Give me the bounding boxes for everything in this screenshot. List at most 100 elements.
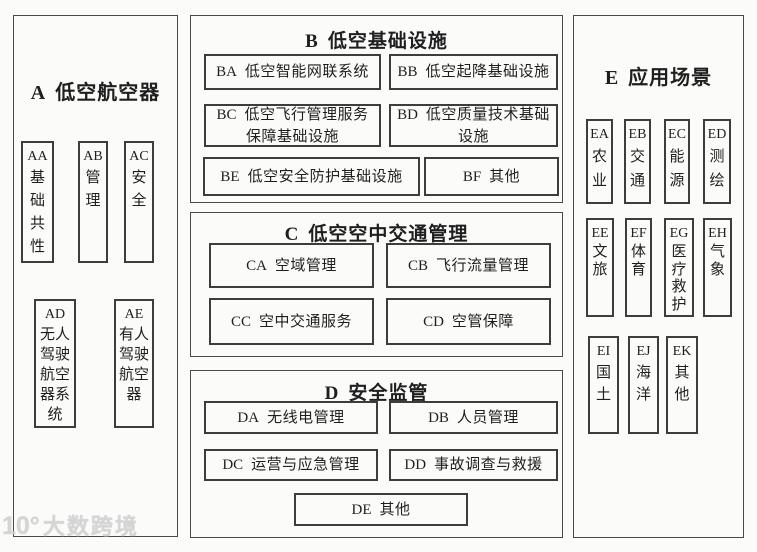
box-ed-code: ED (707, 127, 727, 142)
box-eb-code: EB (628, 127, 647, 142)
box-dd-label: 事故调查与救援 (434, 457, 543, 473)
box-bb-code: BB (397, 64, 418, 80)
box-bf-label: 其他 (489, 168, 521, 185)
box-db-code: DB (428, 409, 449, 426)
box-eg-label: 医疗救护 (671, 244, 687, 313)
box-ei: EI 国土 (588, 336, 619, 434)
panel-d-title: D 安全监管 (191, 378, 562, 405)
box-ec-code: EC (668, 127, 686, 142)
box-ac-label: 安全 (131, 170, 147, 209)
box-cd-label: 空管保障 (451, 313, 514, 330)
panel-a-code: A (30, 82, 47, 104)
box-ek-label: 其他 (674, 365, 690, 403)
box-eh: EH 气象 (703, 218, 732, 317)
box-cc: CC 空中交通服务 (209, 298, 374, 345)
box-ba: BA 低空智能网联系统 (204, 54, 381, 90)
box-dc: DC 运营与应急管理 (204, 449, 378, 481)
box-cd-code: CD (423, 313, 444, 330)
box-ba-code: BA (216, 64, 237, 80)
watermark: 10° 大数跨境 (2, 509, 139, 541)
panel-e-code: E (604, 67, 620, 89)
box-bd-code: BD (397, 106, 418, 123)
box-cc-code: CC (230, 313, 251, 330)
box-ei-label: 国土 (595, 365, 611, 403)
box-ab-code: AB (83, 149, 103, 164)
box-eb-label: 交通 (629, 149, 645, 189)
box-cb-code: CB (407, 257, 428, 274)
box-eh-label: 气象 (709, 244, 725, 278)
box-dc-label: 运营与应急管理 (251, 457, 360, 473)
box-ae: AE 有人驾驶航空器 (114, 299, 154, 428)
box-bd-label: 低空质量技术基础 设施 (425, 106, 550, 145)
box-bc-label: 低空飞行管理服务 保障基础设施 (244, 106, 369, 145)
box-ae-code: AE (124, 307, 144, 322)
box-bf-code: BF (462, 168, 482, 185)
box-bc-code: BC (216, 106, 237, 123)
box-ca-code: CA (246, 257, 267, 274)
box-eb: EB 交通 (624, 119, 651, 204)
box-aa-label: 基础共性 (29, 170, 45, 255)
box-db: DB 人员管理 (389, 401, 558, 434)
box-ef-code: EF (630, 226, 647, 241)
box-bd: BD 低空质量技术基础 设施 (389, 104, 558, 147)
panel-d: D 安全监管 DA 无线电管理 DB 人员管理 DC 运营与应急管理 DD 事故调查与救援… (190, 370, 563, 538)
box-dd: DD 事故调查与救援 (389, 449, 558, 481)
box-eg-code: EG (669, 226, 689, 241)
box-cc-label: 空中交通服务 (259, 313, 353, 330)
box-ec: EC 能源 (664, 119, 690, 204)
box-ef: EF 体育 (625, 218, 652, 317)
box-bf: BF 其他 (424, 157, 559, 196)
box-ed: ED 测绘 (703, 119, 731, 204)
panel-c-title-text: 低空空中交通管理 (308, 224, 469, 245)
panel-b-title: B 低空基础设施 (191, 26, 562, 53)
box-dc-code: DC (222, 457, 244, 473)
box-be-code: BE (220, 168, 240, 185)
panel-d-title-text: 安全监管 (348, 383, 429, 404)
box-ek: EK 其他 (666, 336, 698, 434)
box-de-code: DE (351, 501, 372, 518)
box-ec-label: 能源 (669, 149, 685, 189)
box-bb-label: 低空起降基础设施 (425, 64, 550, 80)
watermark-text: 大数跨境 (42, 514, 139, 539)
box-ee-code: EE (591, 226, 609, 241)
panel-b-code: B (305, 31, 319, 52)
watermark-logo-icon: 10° (2, 512, 40, 540)
box-ab: AB 管理 (78, 141, 108, 263)
box-da-code: DA (237, 409, 260, 426)
box-ej: EJ 海洋 (628, 336, 659, 434)
box-ee: EE 文旅 (586, 218, 614, 317)
panel-a-title-text: 低空航空器 (55, 82, 161, 104)
panel-c-code: C (284, 224, 300, 245)
box-cb: CB 飞行流量管理 (386, 243, 551, 288)
box-da-label: 无线电管理 (267, 409, 345, 426)
panel-d-code: D (324, 383, 340, 404)
panel-b: B 低空基础设施 BA 低空智能网联系统 BB 低空起降基础设施 BC 低空飞行管理服务… (190, 15, 563, 203)
box-be-label: 低空安全防护基础设施 (247, 168, 403, 185)
box-ac: AC 安全 (124, 141, 154, 263)
panel-e-title: E 应用场景 (574, 61, 743, 90)
box-ej-label: 海洋 (635, 365, 651, 403)
box-db-label: 人员管理 (456, 409, 519, 426)
box-ei-code: EI (596, 344, 611, 359)
box-ee-label: 文旅 (592, 244, 608, 278)
panel-c-title: C 低空空中交通管理 (191, 219, 562, 246)
box-ek-code: EK (672, 344, 692, 359)
box-cd: CD 空管保障 (386, 298, 551, 345)
panel-a-title: A 低空航空器 (14, 76, 177, 105)
panel-b-title-text: 低空基础设施 (327, 31, 448, 52)
box-cb-label: 飞行流量管理 (436, 257, 530, 274)
box-ac-code: AC (129, 149, 149, 164)
box-ad: AD 无人驾驶航空器系统 (34, 299, 76, 428)
box-eh-code: EH (708, 226, 727, 241)
box-ba-label: 低空智能网联系统 (244, 64, 369, 80)
box-ef-label: 体育 (630, 244, 646, 278)
box-da: DA 无线电管理 (204, 401, 378, 434)
box-dd-code: DD (404, 457, 427, 473)
panel-e-title-text: 应用场景 (628, 67, 713, 89)
